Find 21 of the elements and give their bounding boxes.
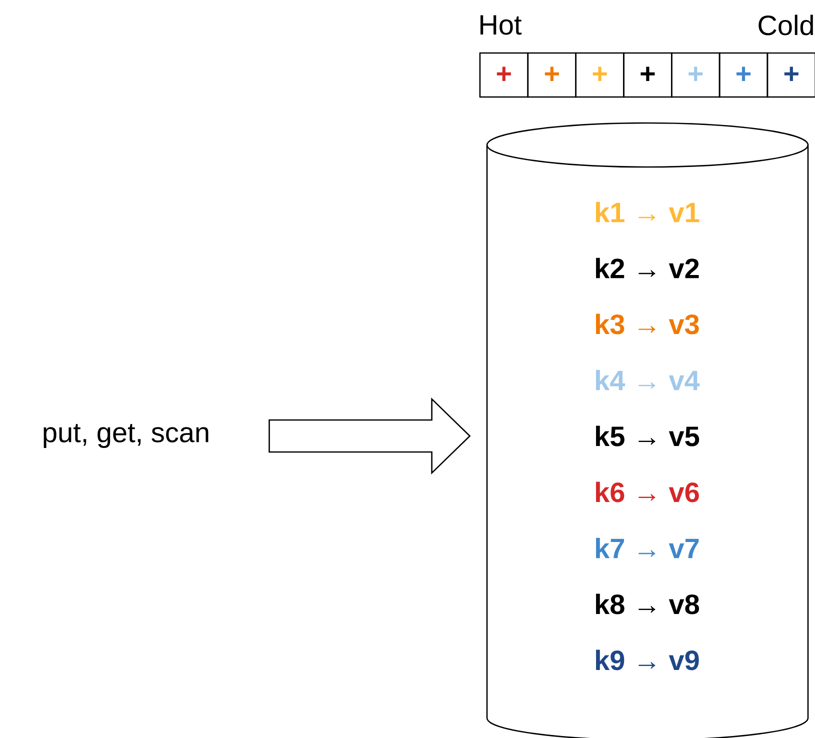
scale-cell: +	[479, 52, 528, 98]
scale-label: Hot	[480, 15, 522, 35]
key-value-text: k8 → v8	[596, 594, 700, 614]
operation-text: put, get, scan	[44, 424, 208, 448]
database-cylinder	[486, 122, 809, 738]
key-value-text: k1 → v1	[596, 202, 700, 222]
scale-label: Cold	[758, 14, 813, 36]
key-value-text: k6 → v6	[596, 482, 699, 502]
scale-cell: +	[671, 52, 720, 98]
block-arrow	[268, 397, 471, 475]
scale-cell: +	[718, 52, 768, 98]
key-value-text: k7 → v7	[596, 538, 699, 558]
key-value-text: k5 → v5	[596, 426, 700, 446]
scale-cell: +	[575, 52, 624, 98]
scale-cell: +	[527, 52, 576, 98]
scale-cell: +	[766, 52, 815, 98]
scale-cell: +	[623, 52, 672, 98]
key-value-text: k9 → v9	[596, 650, 699, 670]
key-value-text: k4 → v4	[596, 370, 700, 390]
key-value-text: k3 → v3	[596, 314, 699, 334]
key-value-text: k2 → v2	[596, 258, 699, 278]
